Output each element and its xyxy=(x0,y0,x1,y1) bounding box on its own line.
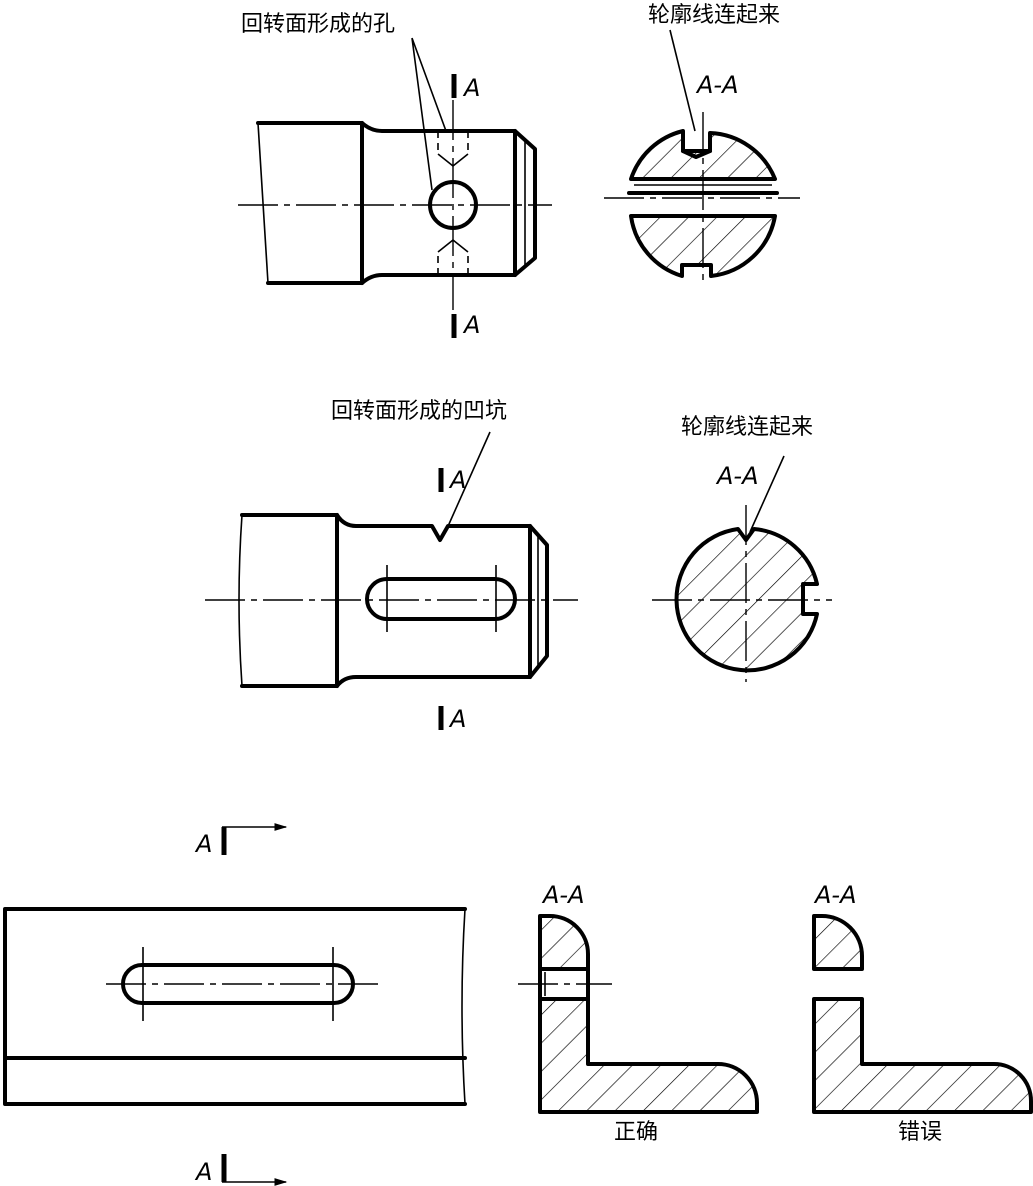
pit-label: 回转面形成的凹坑 xyxy=(331,399,507,424)
cut-letter-2-bottom: A xyxy=(448,705,466,733)
through-hole-circle xyxy=(428,180,478,230)
wrong-caption: 错误 xyxy=(898,1120,942,1145)
pit-leader-line xyxy=(444,431,491,534)
cut-letter-3-top: A xyxy=(194,830,212,858)
figure-1-shaft-with-hole: A A 回转面形成的孔 轮廓线连起来 A-A xyxy=(238,3,800,339)
figure-3-plate-with-slot: A A A-A 正确 A xyxy=(3,823,1033,1186)
hole-leader-lines xyxy=(411,37,447,191)
section-1-title: A-A xyxy=(695,71,739,99)
section-2-contour-label: 轮廓线连起来 xyxy=(681,415,813,440)
correct-section xyxy=(518,914,759,1114)
cut-letter-2-top: A xyxy=(448,466,466,494)
section-view-1 xyxy=(604,29,800,285)
hole-label: 回转面形成的孔 xyxy=(241,12,395,37)
cut-letter-3-bottom: A xyxy=(194,1158,212,1186)
hidden-hole-lines xyxy=(437,131,469,275)
figure-2-shaft-with-pit-and-slot: A A 回转面形成的凹坑 轮廓线连起来 A-A xyxy=(205,399,832,733)
wrong-section xyxy=(812,914,1033,1114)
shaft-outline xyxy=(256,121,537,285)
section-2-title: A-A xyxy=(715,462,759,490)
wrong-section-title: A-A xyxy=(813,881,857,909)
cut-arrow-top xyxy=(221,823,288,855)
section-1-contour-label: 轮廓线连起来 xyxy=(648,3,780,28)
correct-section-title: A-A xyxy=(541,881,585,909)
section-view-2 xyxy=(652,455,832,682)
cut-letter-top: A xyxy=(462,74,480,102)
keyway-slot xyxy=(365,577,517,621)
correct-caption: 正确 xyxy=(614,1120,658,1145)
cut-arrow-bottom xyxy=(221,1154,288,1186)
cut-letter-bottom: A xyxy=(462,311,480,339)
plate-front-view xyxy=(3,907,467,1106)
